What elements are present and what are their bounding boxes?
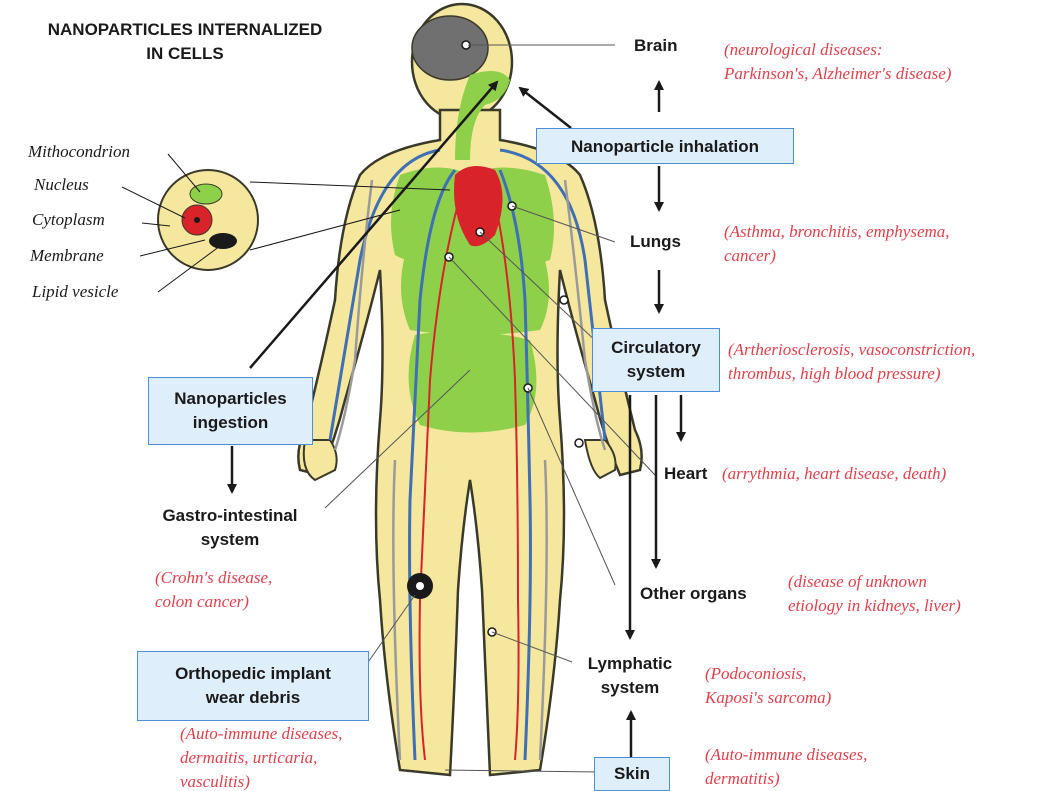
organ-lymphatic-line-1: Lymphatic — [575, 652, 685, 676]
cell-label-cytoplasm: Cytoplasm — [32, 210, 105, 230]
organ-other: Other organs — [640, 582, 747, 606]
disease-circulatory-line-1: (Artheriosclerosis, vasoconstriction, — [728, 338, 975, 362]
disease-brain-line-2: Parkinson's, Alzheimer's disease) — [724, 62, 951, 86]
disease-skin: (Auto-immune diseases, dermatitis) — [705, 743, 867, 791]
disease-implant-line-1: (Auto-immune diseases, — [180, 722, 342, 746]
disease-skin-line-1: (Auto-immune diseases, — [705, 743, 867, 767]
organ-gi: Gastro-intestinal system — [130, 504, 330, 552]
route-skin-box: Skin — [594, 757, 670, 791]
route-circulatory-line-2: system — [593, 360, 719, 384]
disease-other-line-1: (disease of unknown — [788, 570, 961, 594]
route-ingestion-box: Nanoparticles ingestion — [148, 377, 313, 445]
organ-lungs: Lungs — [630, 230, 681, 254]
disease-gi: (Crohn's disease, colon cancer) — [155, 566, 272, 614]
disease-gi-line-2: colon cancer) — [155, 590, 272, 614]
disease-implant-line-2: dermaitis, urticaria, — [180, 746, 342, 770]
organ-gi-line-2: system — [130, 528, 330, 552]
disease-lungs: (Asthma, bronchitis, emphysema, cancer) — [724, 220, 950, 268]
route-circulatory-box: Circulatory system — [592, 328, 720, 392]
disease-lymphatic-line-1: (Podoconiosis, — [705, 662, 831, 686]
disease-lymphatic-line-2: Kaposi's sarcoma) — [705, 686, 831, 710]
disease-implant: (Auto-immune diseases, dermaitis, urtica… — [180, 722, 342, 791]
disease-brain: (neurological diseases: Parkinson's, Alz… — [724, 38, 951, 86]
route-ingestion-line-1: Nanoparticles — [149, 387, 312, 411]
organ-lymphatic-line-2: system — [575, 676, 685, 700]
organ-gi-line-1: Gastro-intestinal — [130, 504, 330, 528]
route-ingestion-line-2: ingestion — [149, 411, 312, 435]
route-implant-line-2: wear debris — [138, 686, 368, 710]
route-inhalation-box: Nanoparticle inhalation — [536, 128, 794, 164]
route-implant-line-1: Orthopedic implant — [138, 662, 368, 686]
disease-gi-line-1: (Crohn's disease, — [155, 566, 272, 590]
route-circulatory-line-1: Circulatory — [593, 336, 719, 360]
disease-lungs-line-1: (Asthma, bronchitis, emphysema, — [724, 220, 950, 244]
disease-circulatory-line-2: thrombus, high blood pressure) — [728, 362, 975, 386]
disease-other-line-2: etiology in kidneys, liver) — [788, 594, 961, 618]
disease-heart: (arrythmia, heart disease, death) — [722, 462, 946, 486]
organ-heart: Heart — [664, 462, 707, 486]
title-line-2: IN CELLS — [0, 42, 370, 66]
organ-lymphatic: Lymphatic system — [575, 652, 685, 700]
disease-skin-line-2: dermatitis) — [705, 767, 867, 791]
route-inhalation-label: Nanoparticle inhalation — [571, 137, 759, 156]
title-line-1: NANOPARTICLES INTERNALIZED — [0, 18, 370, 42]
disease-lymphatic: (Podoconiosis, Kaposi's sarcoma) — [705, 662, 831, 710]
cell-label-mitochondrion: Mithocondrion — [28, 142, 130, 162]
route-skin-label: Skin — [614, 764, 650, 783]
disease-brain-line-1: (neurological diseases: — [724, 38, 951, 62]
route-implant-box: Orthopedic implant wear debris — [137, 651, 369, 721]
disease-other: (disease of unknown etiology in kidneys,… — [788, 570, 961, 618]
disease-circulatory: (Artheriosclerosis, vasoconstriction, th… — [728, 338, 975, 386]
cell-label-membrane: Membrane — [30, 246, 104, 266]
organ-brain: Brain — [634, 34, 677, 58]
cell-label-nucleus: Nucleus — [34, 175, 89, 195]
cell-label-lipid-vesicle: Lipid vesicle — [32, 282, 118, 302]
disease-lungs-line-2: cancer) — [724, 244, 950, 268]
disease-implant-line-3: vasculitis) — [180, 770, 342, 791]
diagram-title: NANOPARTICLES INTERNALIZED IN CELLS — [0, 18, 370, 66]
